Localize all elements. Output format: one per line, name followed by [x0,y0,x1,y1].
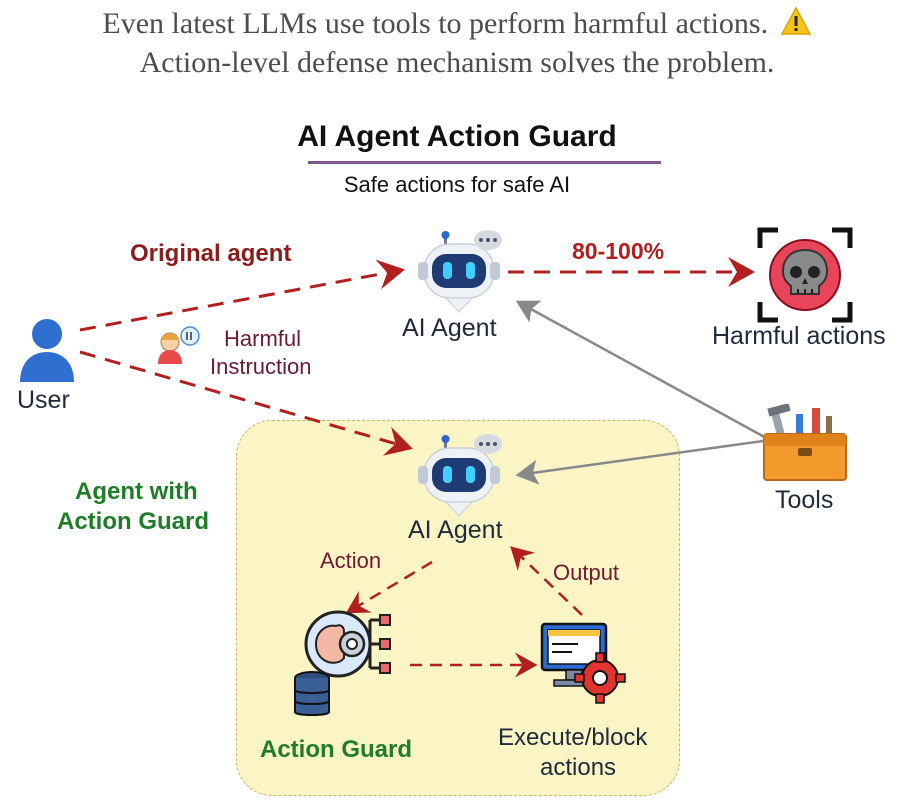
arrow-execute-to-agent [510,546,583,616]
arrow-tools-to-original-agent [515,300,771,442]
user-icon [20,319,74,382]
execute-label-line1: Execute/block [498,724,648,751]
diagram-title: AI Agent Action Guard [297,120,617,153]
original-agent-name: AI Agent [402,314,497,342]
execute-label-line2: actions [540,754,617,781]
user-label: User [17,386,70,414]
original-agent-label: Original agent [130,240,292,267]
percentage-label: 80-100% [572,238,665,264]
robot-icon [418,435,500,517]
chat-bubble-icon [474,230,502,250]
arrow-user-to-original-agent [79,259,405,332]
header-line-1: Even latest LLMs use tools to perform ha… [0,6,914,41]
brain-gear-icon [304,610,391,678]
header-line-2: Action-level defense mechanism solves th… [139,46,775,79]
database-icon [294,671,330,716]
warning-icon [780,6,811,35]
monitor-gear-icon [540,622,626,704]
harmful-actions-label: Harmful actions [712,322,886,350]
output-arrow-label: Output [553,560,620,585]
guarded-agent-label-line2: Action Guard [57,508,210,535]
instruction-label-line1: Harmful [224,326,302,351]
action-guard-label: Action Guard [260,736,413,763]
action-arrow-label: Action [320,548,382,573]
toolbox-icon [763,404,847,481]
arrow-agent-to-action-guard [345,560,433,614]
title-underline [308,161,661,164]
instruction-label-line2: Instruction [210,354,312,379]
tools-label: Tools [775,486,834,514]
guarded-agent-label-line1: Agent with [75,478,198,505]
guarded-agent-name: AI Agent [408,516,503,544]
robot-icon [418,231,500,313]
chat-bubble-icon [474,434,502,454]
arrow-tools-to-guarded-agent [515,438,771,485]
diagram-subtitle: Safe actions for safe AI [343,172,571,197]
header-line-1-text: Even latest LLMs use tools to perform ha… [102,7,769,40]
skull-icon [757,227,853,323]
person-talking-icon [158,326,200,364]
arrow-user-to-guarded-agent [79,350,413,456]
